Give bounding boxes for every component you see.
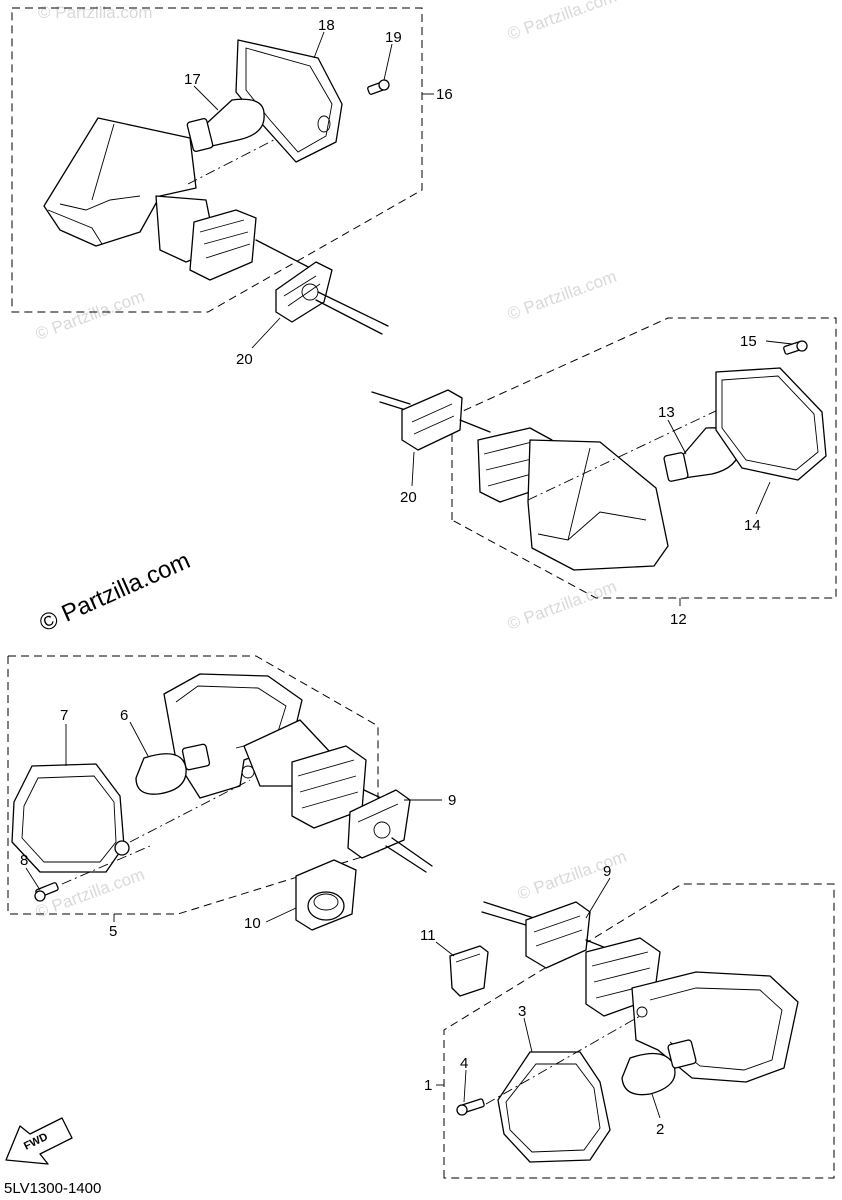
part-number-8: 8 <box>20 852 28 869</box>
part-number-17: 17 <box>184 71 201 88</box>
socket-20-upper <box>275 261 389 335</box>
part-number-4: 4 <box>460 1055 468 1072</box>
part-number-1: 1 <box>424 1077 432 1094</box>
part-number-19: 19 <box>385 29 402 46</box>
assembly-5 <box>7 655 399 922</box>
watermark-faint: © Partzilla.com <box>505 0 619 44</box>
assembly-16 <box>11 7 434 313</box>
watermark-faint: © Partzilla.com <box>33 287 147 344</box>
watermark-faint: © Partzilla.com <box>38 3 153 22</box>
part-number-6: 6 <box>120 707 128 724</box>
watermark-faint: © Partzilla.com <box>505 267 619 324</box>
part-number-11: 11 <box>420 927 436 944</box>
fwd-arrow-icon: FWD <box>5 1117 73 1165</box>
part-number-14: 14 <box>744 517 761 534</box>
part-number-18: 18 <box>318 17 335 34</box>
part-11 <box>449 945 489 997</box>
part-number-2: 2 <box>656 1121 664 1138</box>
part-number-3: 3 <box>518 1003 526 1020</box>
assembly-1 <box>436 883 835 1179</box>
part-number-9-right: 9 <box>603 863 611 880</box>
part-number-12: 12 <box>670 611 687 628</box>
part-number-7: 7 <box>60 707 68 724</box>
partzilla-watermark: © Partzilla.com <box>35 547 194 637</box>
watermark-faint: © Partzilla.com <box>515 847 629 904</box>
clamp-10 <box>295 859 357 931</box>
callout-labels: 18 19 17 16 20 15 13 20 14 12 7 6 9 8 9 … <box>20 17 761 1138</box>
callout-leaders <box>25 31 793 1119</box>
watermark-faint: © Partzilla.com <box>505 577 619 634</box>
part-number-15: 15 <box>740 333 757 350</box>
socket-9-left <box>347 789 433 873</box>
assembly-12 <box>371 317 837 606</box>
part-number-9-left: 9 <box>448 792 456 809</box>
diagram-code: 5LV1300-1400 <box>4 1180 101 1197</box>
part-number-20-middle: 20 <box>400 489 417 506</box>
part-number-10: 10 <box>244 915 261 932</box>
part-number-20-upper: 20 <box>236 351 253 368</box>
part-number-5: 5 <box>109 923 117 940</box>
part-number-13: 13 <box>658 404 675 421</box>
part-number-16: 16 <box>436 86 453 103</box>
